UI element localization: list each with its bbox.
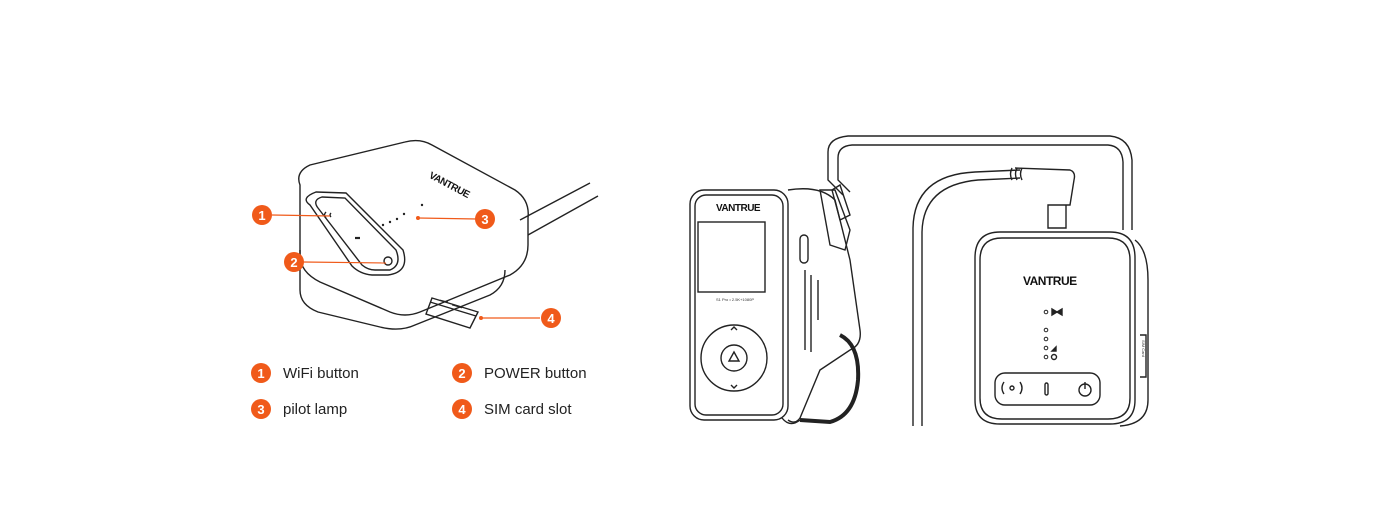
legend-item-power: 2 POWER button [452, 363, 587, 383]
legend-badge: 2 [452, 363, 472, 383]
legend-label: WiFi button [283, 364, 359, 382]
callout-badge-2: 2 [284, 252, 304, 272]
legend-item-sim-slot: 4 SIM card slot [452, 399, 572, 419]
dashcam-device [689, 183, 861, 425]
callout-badge-1: 1 [252, 205, 272, 225]
sim-card-side-label: SIM Card [1141, 340, 1146, 357]
module-device-right [974, 231, 1149, 427]
callout-leaders [271, 214, 540, 319]
dashcam-model-text: S1 Pro • 2.5K+1080P [716, 297, 754, 302]
brand-logo-right: VANTRUE [1023, 274, 1077, 288]
legend-item-pilot-lamp: 3 pilot lamp [251, 399, 347, 419]
legend-label: pilot lamp [283, 400, 348, 418]
legend-badge: 1 [251, 363, 271, 383]
callout-badge-3: 3 [475, 209, 495, 229]
module-device-left [298, 139, 599, 330]
brand-logo-dashcam: VANTRUE [716, 203, 761, 214]
legend-badge: 4 [452, 399, 472, 419]
legend-badge: 3 [251, 399, 271, 419]
legend-label: POWER button [484, 364, 587, 382]
legend-item-wifi: 1 WiFi button [251, 363, 359, 383]
callout-badge-4: 4 [541, 308, 561, 328]
legend-label: SIM card slot [484, 400, 572, 418]
